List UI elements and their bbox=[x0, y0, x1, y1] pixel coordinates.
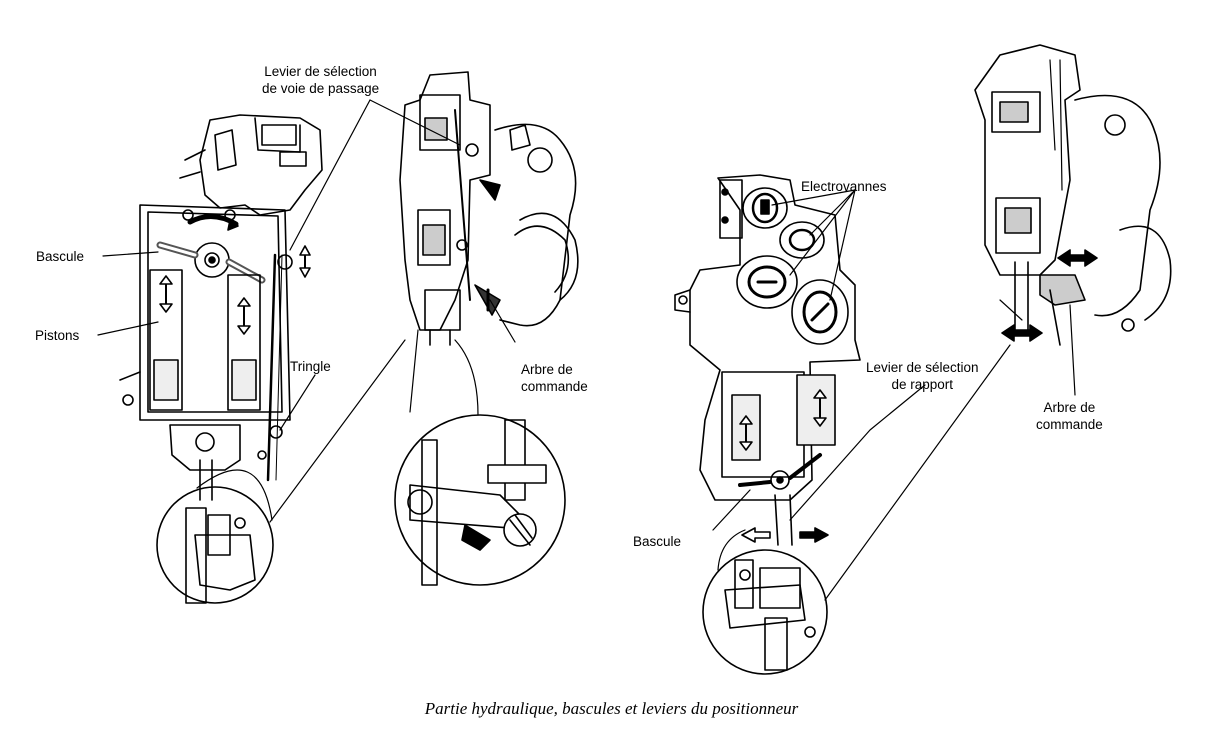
label-arbre-right-line2: commande bbox=[1036, 417, 1103, 432]
label-pistons: Pistons bbox=[35, 328, 80, 343]
left-hydraulic-block bbox=[119, 114, 323, 501]
label-bascule-left: Bascule bbox=[36, 249, 85, 264]
label-levier-voie-line1: Levier de sélection bbox=[264, 64, 377, 79]
right-leader-lines bbox=[712, 189, 1076, 531]
label-levier-voie-line2: de voie de passage bbox=[262, 81, 380, 96]
left-leader-lines bbox=[97, 99, 516, 431]
label-levier-rapport-line2: de rapport bbox=[891, 377, 954, 392]
electrovalve-4 bbox=[791, 279, 849, 345]
figure-caption: Partie hydraulique, bascules et leviers … bbox=[424, 699, 799, 718]
middle-detail-circle bbox=[394, 329, 566, 586]
electrovalve-2 bbox=[779, 221, 825, 259]
label-electrovannes: Electrovannes bbox=[801, 179, 887, 194]
right-detail-circle bbox=[702, 344, 1011, 675]
label-arbre-left: Arbre de commande bbox=[521, 361, 588, 395]
label-levier-rapport-line1: Levier de sélection bbox=[866, 360, 979, 375]
right-gearbox-side bbox=[974, 44, 1172, 346]
electrovalve-3 bbox=[736, 255, 798, 309]
label-bascule-right: Bascule bbox=[633, 534, 682, 549]
left-detail-circle bbox=[156, 339, 406, 604]
label-levier-voie: Levier de sélection de voie de passage bbox=[262, 63, 379, 97]
label-arbre-right-line1: Arbre de bbox=[1043, 400, 1096, 415]
left-gearbox-side bbox=[399, 71, 579, 346]
right-valve-block bbox=[674, 174, 861, 546]
label-arbre-left-line2: commande bbox=[521, 379, 588, 394]
label-tringle: Tringle bbox=[290, 359, 331, 374]
label-levier-rapport: Levier de sélection de rapport bbox=[866, 359, 979, 393]
label-arbre-right: Arbre de commande bbox=[1036, 399, 1103, 433]
label-arbre-left-line1: Arbre de bbox=[521, 362, 573, 377]
electrovalve-1 bbox=[742, 187, 788, 229]
